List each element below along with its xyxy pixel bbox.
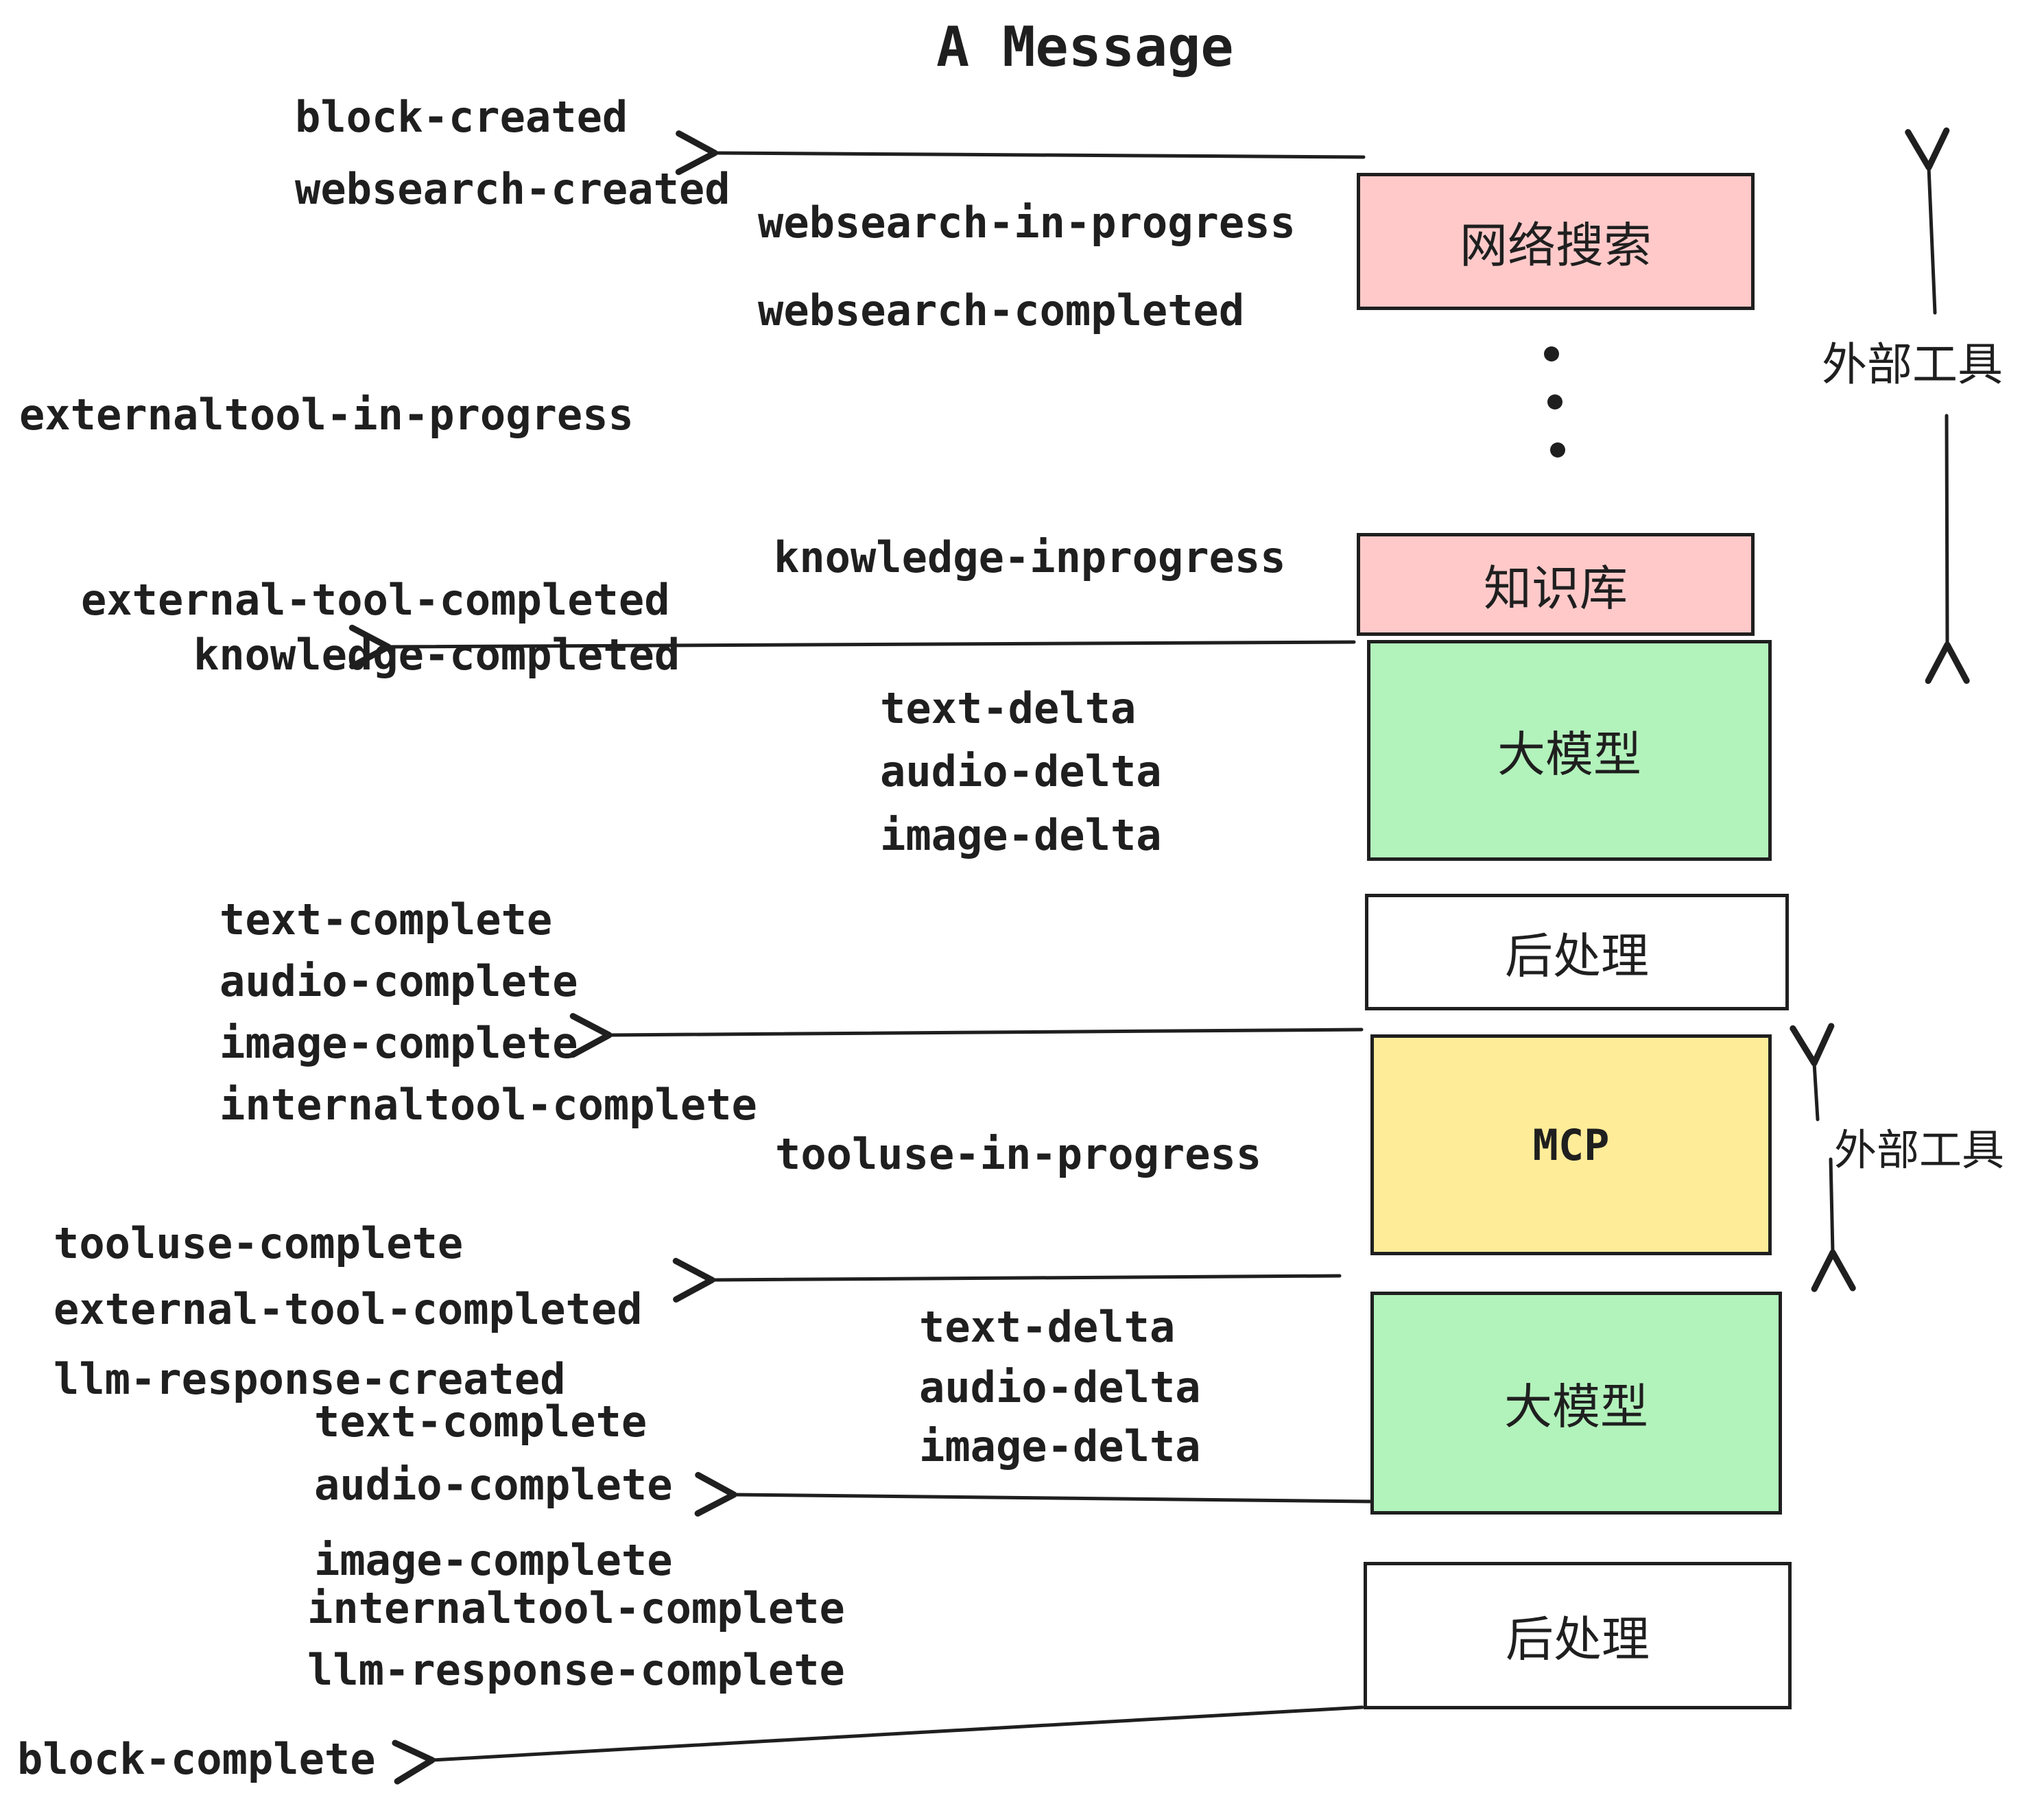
box-llm-1: 大模型 [1367,640,1772,861]
event-audio-complete-1: audio-complete [219,956,578,1006]
box-knowledge: 知识库 [1357,533,1755,636]
external-tools-label-bottom: 外部工具 [1834,1125,2005,1175]
arrow-mcp-to-tooluse-complete [672,1257,1342,1303]
event-audio-complete-2: audio-complete [314,1460,673,1510]
event-websearch-created: websearch-created [295,164,730,214]
box-websearch: 网络搜索 [1357,173,1755,310]
event-text-delta-2: text-delta [919,1302,1176,1352]
event-text-complete-1: text-complete [219,894,553,945]
external-tools-bottom-up-arrow [1790,1023,1835,1121]
event-image-delta-1: image-delta [880,810,1162,860]
event-llm-response-created: llm-response-created [54,1354,566,1404]
event-external-tool-completed-2: external-tool-completed [54,1284,643,1334]
arrow-websearch-to-block-created [675,130,1366,176]
event-websearch-completed: websearch-completed [758,285,1245,335]
event-websearch-in-progress: websearch-in-progress [758,198,1296,248]
external-tools-top-up-arrow [1905,127,1950,315]
event-tooluse-in-progress: tooluse-in-progress [775,1129,1262,1179]
event-block-complete: block-complete [17,1734,376,1784]
event-internaltool-complete-1: internaltool-complete [219,1080,757,1130]
box-postprocess-2: 后处理 [1364,1562,1792,1709]
event-llm-response-complete: llm-response-complete [307,1645,845,1695]
arrow-post2-to-block-complete [392,1705,1364,1785]
event-external-tool-completed: external-tool-completed [81,575,670,625]
event-audio-delta-1: audio-delta [880,746,1162,796]
arrow-post1-to-image-complete [569,1012,1364,1058]
event-externaltool-in-progress: externaltool-in-progress [19,390,634,440]
event-text-complete-2: text-complete [314,1397,647,1447]
event-knowledge-completed: knowledge-completed [193,630,680,680]
event-image-complete-1: image-complete [219,1018,578,1068]
event-tooluse-complete: tooluse-complete [54,1218,464,1268]
event-image-delta-2: image-delta [919,1421,1201,1471]
event-audio-delta-2: audio-delta [919,1362,1201,1412]
external-tools-label-top: 外部工具 [1822,338,2003,391]
event-knowledge-inprogress: knowledge-inprogress [774,532,1286,582]
box-llm-2: 大模型 [1370,1292,1782,1515]
event-image-complete-2: image-complete [314,1535,673,1585]
ellipsis-dots [1544,346,1565,458]
diagram-title: A Message [936,15,1234,79]
arrow-llm2-to-audio-complete [694,1471,1373,1517]
event-block-created: block-created [295,92,628,142]
event-internaltool-complete-2: internaltool-complete [307,1583,845,1633]
event-text-delta-1: text-delta [880,683,1137,733]
box-postprocess-1: 后处理 [1365,894,1789,1010]
external-tools-bottom-down-arrow [1811,1157,1856,1292]
box-mcp: MCP [1370,1034,1772,1255]
